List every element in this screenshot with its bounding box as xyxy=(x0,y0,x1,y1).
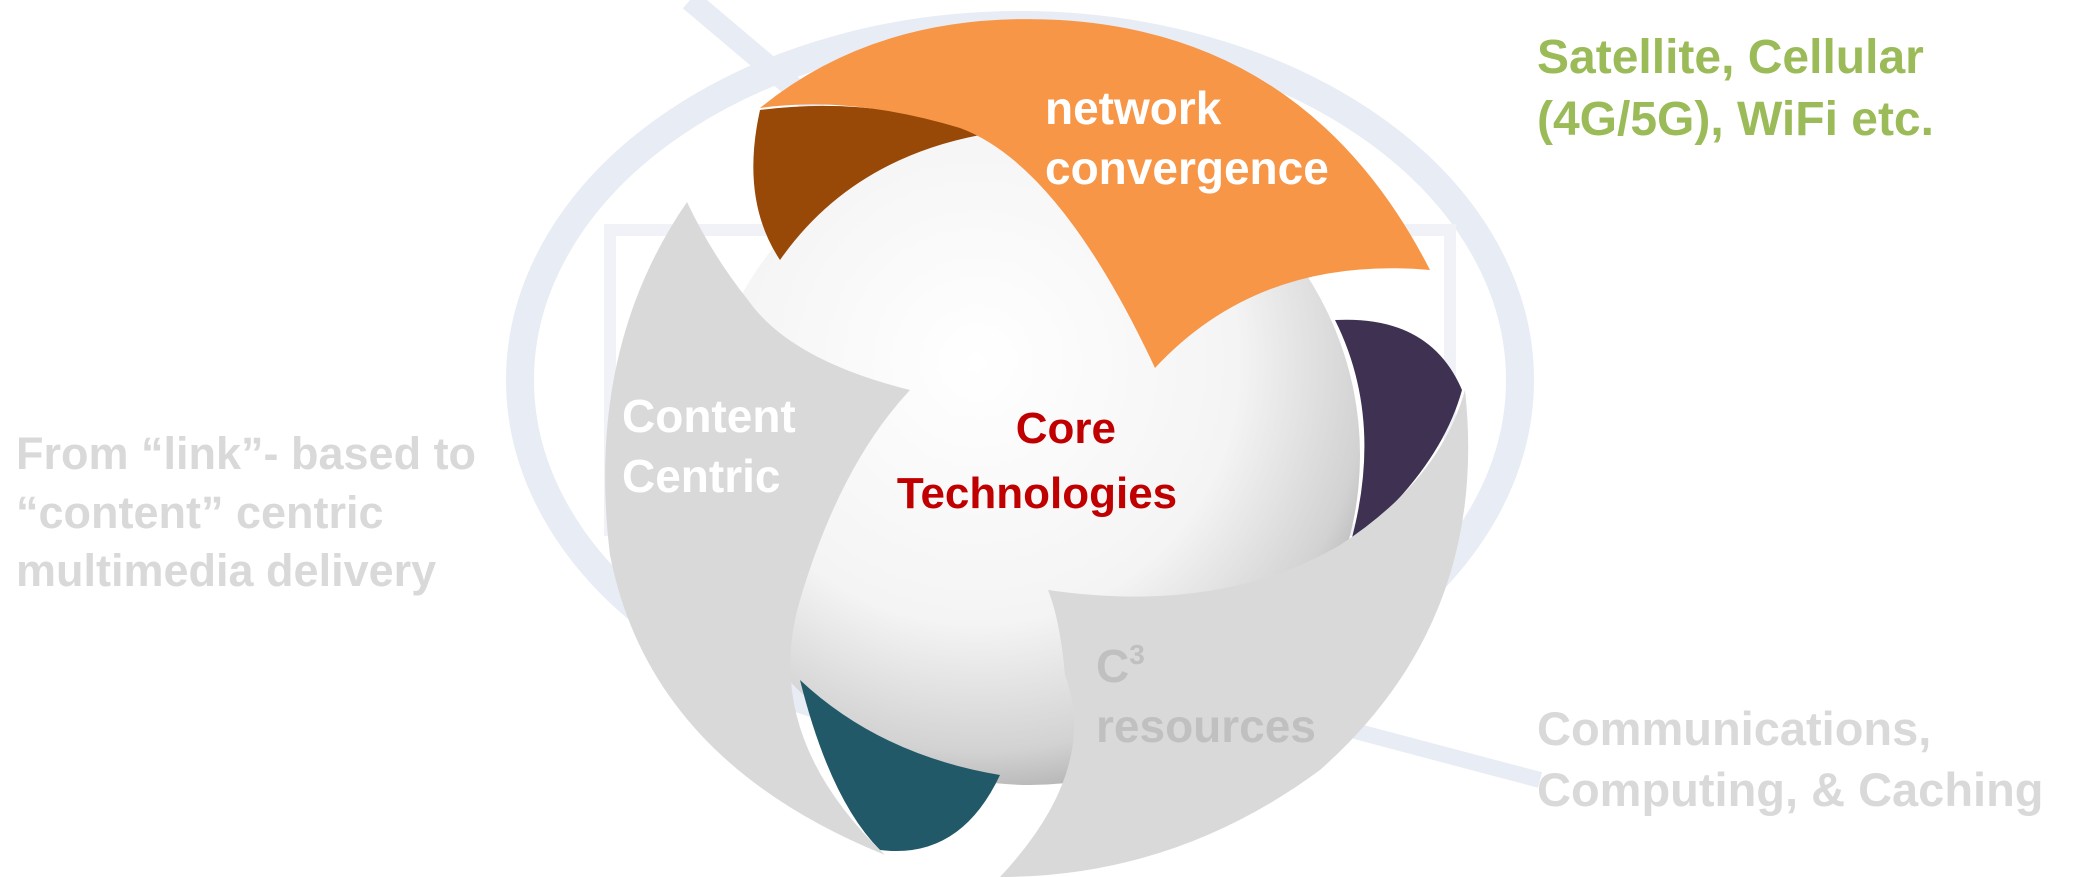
c3-annotation: Communications, Computing, & Caching xyxy=(1537,698,2044,820)
content-centric-segment xyxy=(605,202,910,855)
content-annotation: From “link”- based to “content” centric … xyxy=(16,425,476,601)
core-technologies-label: Core Technologies xyxy=(897,404,1177,518)
network-annotation-line: Satellite, Cellular xyxy=(1537,31,1924,84)
network-annotation-line: (4G/5G), WiFi etc. xyxy=(1537,93,1934,147)
network-convergence-segment xyxy=(760,19,1430,369)
content-annotation-line: From “link”- based to xyxy=(16,428,477,479)
content-annotation-line: “content” centric xyxy=(16,486,384,538)
c3-resources-label: C3 resources xyxy=(1096,622,1316,752)
content-arrow-tail xyxy=(800,680,1000,852)
content-annotation-line: multimedia delivery xyxy=(16,545,437,596)
c3-arrow-tail xyxy=(1335,319,1462,545)
network-convergence-label: network convergence xyxy=(1045,82,1329,194)
c3-annotation-line: Communications, xyxy=(1537,702,1932,755)
content-centric-label: Content Centric xyxy=(622,390,809,502)
network-annotation: Satellite, Cellular (4G/5G), WiFi etc. xyxy=(1537,27,1934,152)
network-arrow-tail xyxy=(753,105,980,260)
c3-resources-segment xyxy=(1000,390,1469,877)
c3-annotation-line: Computing, & Caching xyxy=(1537,763,2044,817)
